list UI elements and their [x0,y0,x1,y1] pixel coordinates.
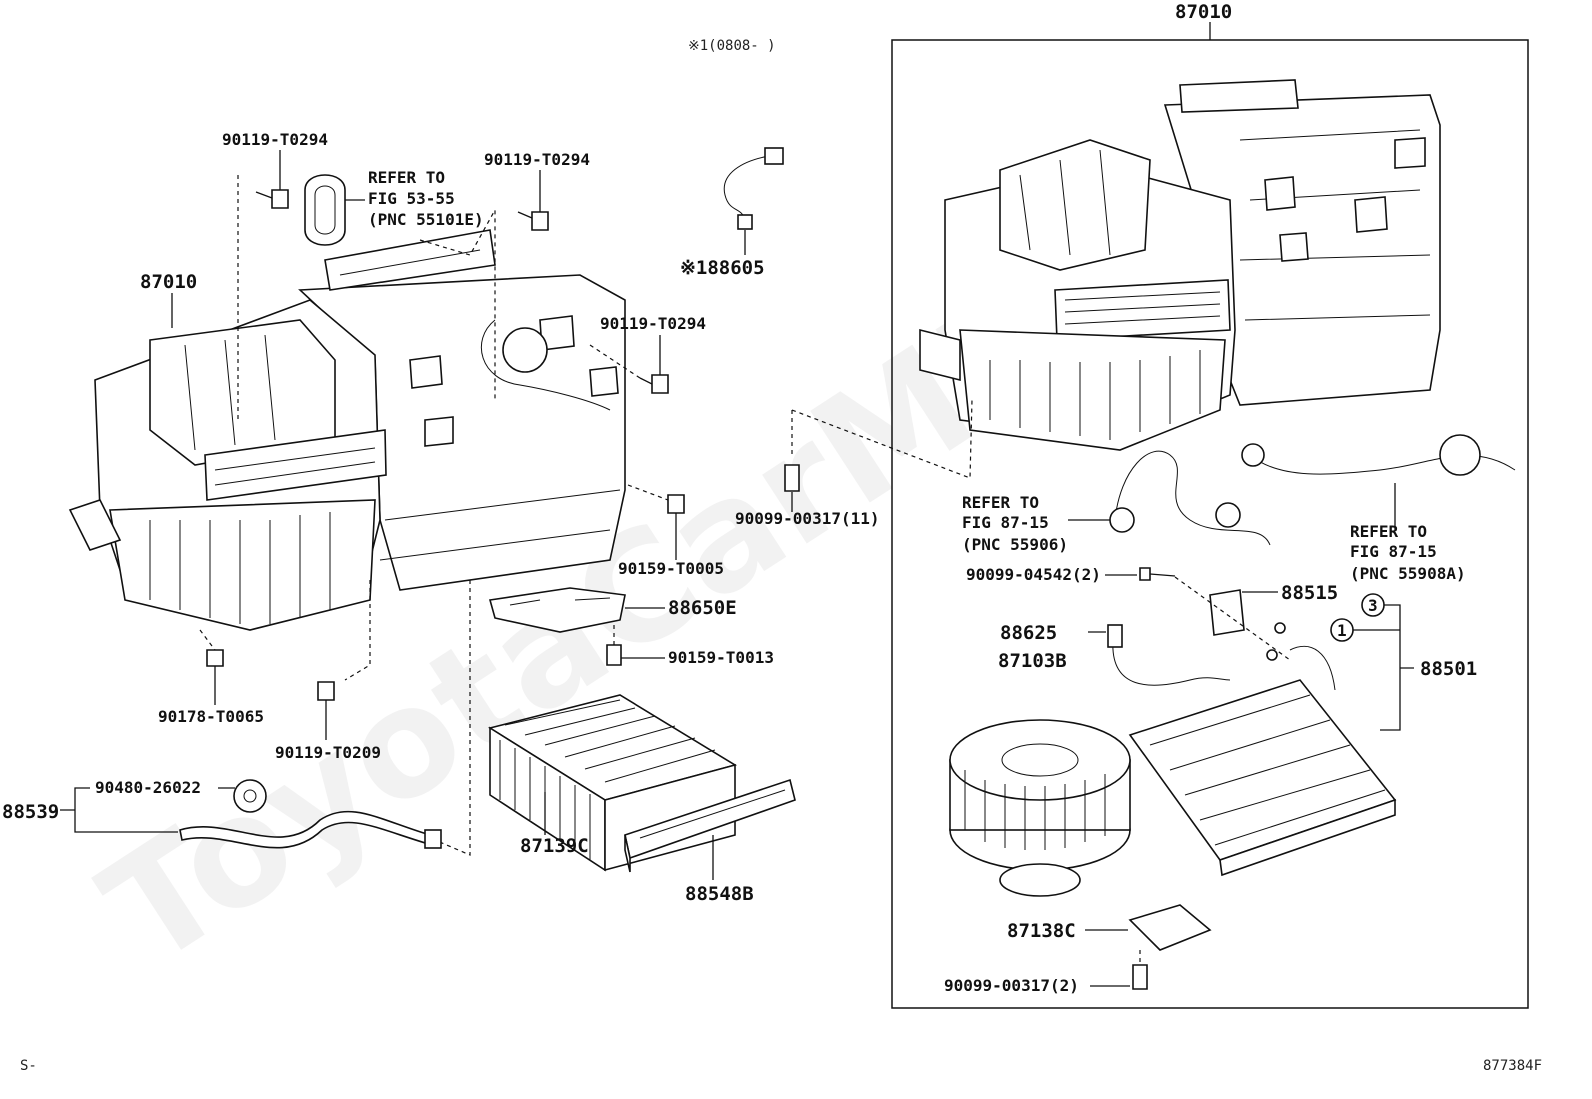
label-90159-t0013[interactable]: 90159-T0013 [668,648,774,667]
evaporator [1128,645,1397,877]
footer-left: S- [20,1058,37,1074]
circle-3: 3 [1368,596,1378,615]
sensor-88605 [723,147,784,230]
servo-motor-55906 [1109,450,1271,546]
label-87010-right[interactable]: 87010 [1175,1,1232,23]
label-88650e[interactable]: 88650E [668,597,737,619]
label-87010-left[interactable]: 87010 [140,271,197,293]
date-note: ※1(0808- ) [688,38,776,54]
label-90119-t0294-c[interactable]: 90119-T0294 [600,314,706,333]
footer-right: 877384F [1483,1058,1542,1074]
refer-87-15-b-line3[interactable]: (PNC 55908A) [1350,564,1466,583]
label-90119-t0294-b[interactable]: 90119-T0294 [484,150,590,169]
label-88539[interactable]: 88539 [2,801,59,823]
refer-87-15-b-line2: FIG 87-15 [1350,542,1437,561]
label-88605[interactable]: ※188605 [680,257,765,279]
label-90119-t0294-a[interactable]: 90119-T0294 [222,130,328,149]
refer-53-55-line2: FIG 53-55 [368,189,455,208]
refer-53-55-line3[interactable]: (PNC 55101E) [368,210,484,229]
label-90119-t0209[interactable]: 90119-T0209 [275,743,381,762]
label-88501[interactable]: 88501 [1420,658,1477,680]
refer-87-15-b-line1: REFER TO [1350,522,1427,541]
drain-hose [179,810,442,849]
vent-grille [304,174,346,246]
label-87139c[interactable]: 87139C [520,835,589,857]
refer-87-15-a-line2: FIG 87-15 [962,513,1049,532]
label-90480-26022[interactable]: 90480-26022 [95,778,201,797]
blower-motor [949,719,1131,897]
filter-cover [624,778,796,873]
cabin-filter [487,694,738,872]
label-90099-00317-11[interactable]: 90099-00317(11) [735,509,880,528]
label-88548b[interactable]: 88548B [685,883,754,905]
refer-87-15-a-line3[interactable]: (PNC 55906) [962,535,1068,554]
label-90099-00317-2[interactable]: 90099-00317(2) [944,976,1079,995]
label-90178-t0065[interactable]: 90178-T0065 [158,707,264,726]
label-88625[interactable]: 88625 [1000,622,1057,644]
label-90159-t0005[interactable]: 90159-T0005 [618,559,724,578]
label-87138c[interactable]: 87138C [1007,920,1076,942]
servo-motor-55908a [1241,434,1516,476]
refer-87-15-a-line1: REFER TO [962,493,1039,512]
label-87103b[interactable]: 87103B [998,650,1067,672]
refer-53-55-line1: REFER TO [368,168,445,187]
heater-unit-left [68,229,626,631]
label-88515[interactable]: 88515 [1281,582,1338,604]
label-90099-04542[interactable]: 90099-04542(2) [966,565,1101,584]
circle-1: 1 [1337,621,1347,640]
heater-unit-right [919,79,1441,451]
